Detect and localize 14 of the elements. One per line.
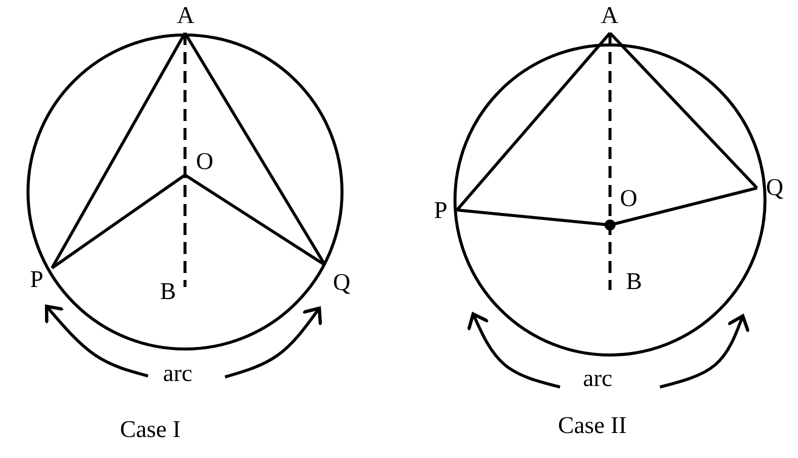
point-label: A [601,4,618,28]
point-label: B [160,280,176,304]
case-caption: Case II [558,414,627,438]
point-label: A [177,4,194,28]
arc-label: arc [163,362,192,386]
point-label: P [434,199,448,223]
case-caption: Case I [120,418,181,442]
point-label: P [30,268,44,292]
point-label: O [196,150,214,174]
point-label: O [620,187,638,211]
point-label: Q [333,271,350,295]
arc-label: arc [583,367,612,391]
point-label: B [626,270,642,294]
point-label: Q [766,176,784,200]
